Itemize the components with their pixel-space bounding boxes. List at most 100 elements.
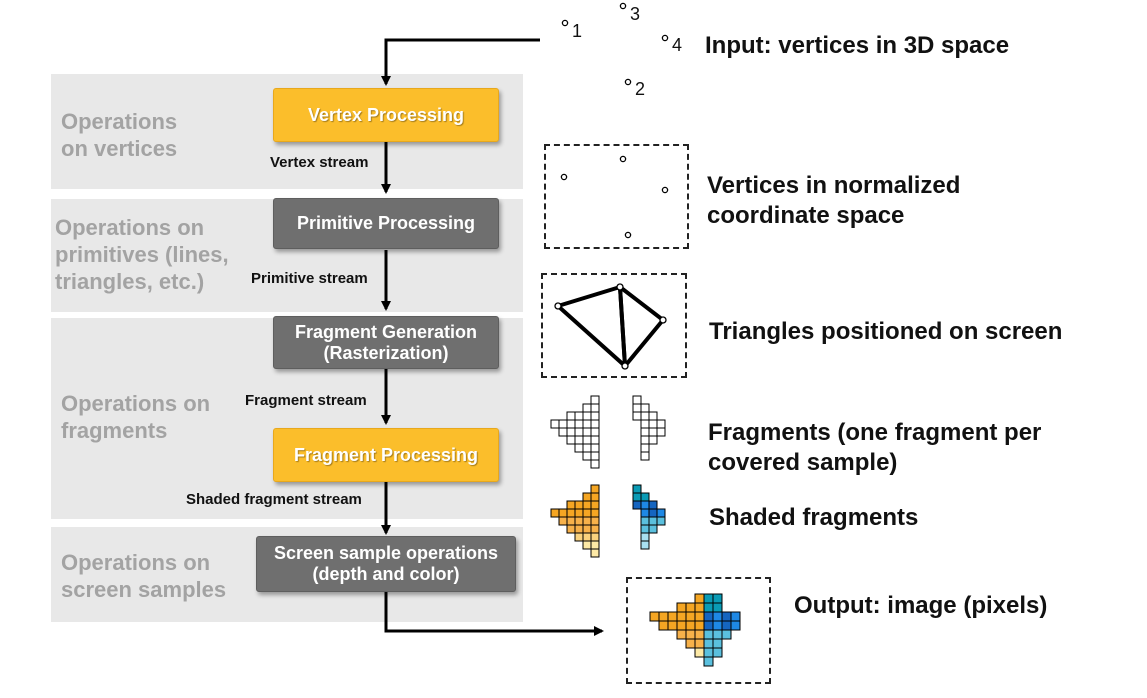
normalized-vertices-box — [544, 144, 689, 249]
triangle-vertex — [621, 362, 629, 370]
shaded-fragment-cell — [632, 484, 642, 494]
shaded-fragment-cell — [574, 500, 584, 510]
shaded-caption: Shaded fragments — [709, 504, 919, 531]
shaded-fragment-cell — [640, 524, 650, 534]
fragment-cell — [590, 451, 600, 461]
screen-sample-operations-stage: Screen sample operations(depth and color… — [256, 536, 516, 592]
fragment-cell — [582, 419, 592, 429]
vertex-point-4 — [661, 34, 669, 42]
fragment-cell — [574, 443, 584, 453]
triangles-box — [541, 273, 687, 378]
vertex-processing-stage: Vertex Processing — [273, 88, 499, 142]
fragment-cell — [582, 427, 592, 437]
shaded-fragment-cell — [574, 508, 584, 518]
shaded-fragment-cell — [582, 540, 592, 550]
shaded-fragment-cell — [582, 500, 592, 510]
triangle-right — [618, 285, 665, 368]
triangles-caption: Triangles positioned on screen — [709, 318, 1063, 345]
fragment-cell — [582, 403, 592, 413]
fragment-cell — [590, 459, 600, 469]
fragment-cell — [632, 395, 642, 405]
fragment-cell — [582, 451, 592, 461]
fragment-cell — [640, 411, 650, 421]
shaded-fragment-cell — [582, 508, 592, 518]
fragment-cell — [566, 419, 576, 429]
vertex-point-1 — [561, 19, 569, 27]
fragment-cell — [640, 419, 650, 429]
shaded-fragment-stream-label: Shaded fragment stream — [186, 491, 362, 508]
shaded-fragment-cell — [566, 500, 576, 510]
output-image-box — [626, 577, 771, 684]
shaded-fragment-cell — [640, 492, 650, 502]
fragment-cell — [640, 403, 650, 413]
primitive-processing-stage: Primitive Processing — [273, 198, 499, 249]
output-pixel-cell — [703, 656, 714, 667]
shaded-fragment-cell — [590, 492, 600, 502]
shaded-fragment-cell — [558, 508, 568, 518]
input-caption: Input: vertices in 3D space — [705, 32, 1010, 59]
shaded-fragment-cell — [640, 516, 650, 526]
fragment-cell — [574, 435, 584, 445]
shaded-fragment-cell — [582, 532, 592, 542]
shaded-fragment-cell — [590, 548, 600, 558]
vertex-label-3: 3 — [630, 4, 641, 24]
shaded-fragment-cell — [590, 524, 600, 534]
shaded-fragment-cell — [656, 516, 666, 526]
fragment-cell — [590, 395, 600, 405]
triangle-vertex — [554, 302, 562, 310]
fragment-stream-label: Fragment stream — [245, 392, 367, 409]
fragment-cell — [590, 419, 600, 429]
primitive-stream-label: Primitive stream — [251, 270, 368, 287]
fragment-cell — [582, 435, 592, 445]
shaded-fragment-cell — [590, 500, 600, 510]
fragment-cell — [640, 451, 650, 461]
vertex-label-4: 4 — [672, 35, 683, 55]
shaded-fragment-cell — [590, 516, 600, 526]
shaded-fragment-cell — [640, 532, 650, 542]
shaded-fragment-cell — [582, 524, 592, 534]
shaded-fragment-cell — [566, 516, 576, 526]
fragment-processing-stage: Fragment Processing — [273, 428, 499, 482]
fragment-cell — [640, 427, 650, 437]
shaded-fragment-cell — [550, 508, 560, 518]
shaded-fragment-cell — [648, 524, 658, 534]
fragment-cell — [574, 411, 584, 421]
vertex-point-2 — [624, 78, 632, 86]
fragment-cell — [566, 435, 576, 445]
fragment-cell — [648, 419, 658, 429]
fragment-cell — [582, 411, 592, 421]
fragment-cell — [590, 427, 600, 437]
output-arrow — [384, 590, 604, 636]
fragment-cell — [566, 427, 576, 437]
triangle-vertex — [616, 283, 624, 291]
fragment-cell — [590, 443, 600, 453]
normalized-vertex-point — [619, 155, 627, 163]
shaded-fragment-cell — [640, 508, 650, 518]
shaded-fragment-cell — [590, 508, 600, 518]
shaded-fragment-cell — [648, 516, 658, 526]
shaded-fragment-cell — [632, 500, 642, 510]
fragment-cell — [632, 411, 642, 421]
vertex-point-3 — [619, 2, 627, 10]
shaded-fragment-cell — [648, 500, 658, 510]
fragment-cell — [648, 411, 658, 421]
normalized-vertex-point — [560, 173, 568, 181]
fragment-cell — [640, 443, 650, 453]
shaded-fragment-cell — [590, 540, 600, 550]
shaded-fragment-cell — [590, 484, 600, 494]
triangle-vertex — [659, 316, 667, 324]
vertex-label-2: 2 — [635, 79, 646, 99]
shaded-fragment-cell — [632, 492, 642, 502]
shaded-fragment-cell — [566, 508, 576, 518]
vertex-stream-label: Vertex stream — [270, 154, 369, 171]
fragment-cell — [558, 427, 568, 437]
fragment-cell — [590, 403, 600, 413]
shaded-fragment-cell — [640, 500, 650, 510]
